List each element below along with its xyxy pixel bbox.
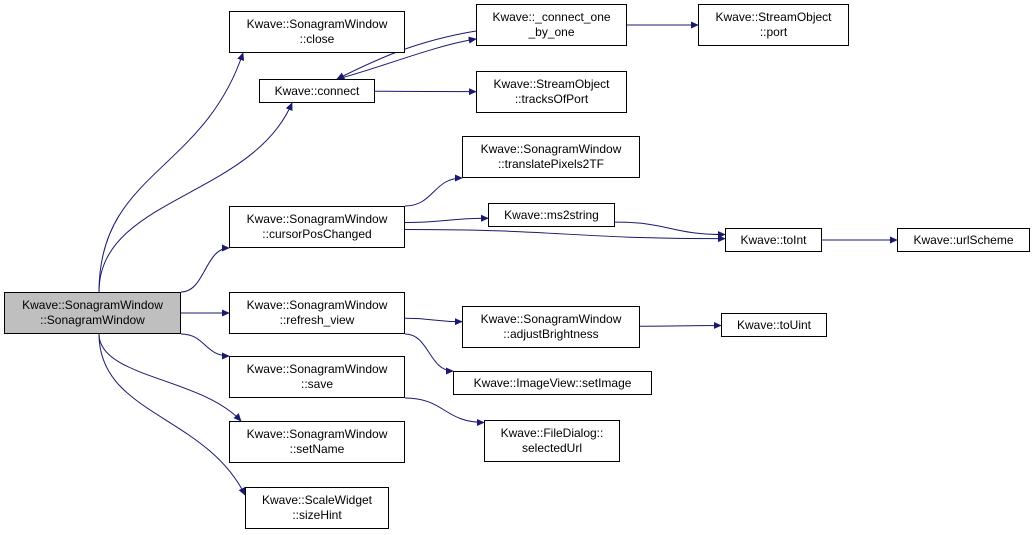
node-ms2string[interactable]: Kwave::ms2string bbox=[488, 203, 615, 227]
node-line: ::close bbox=[299, 32, 335, 46]
node-line: Kwave::SonagramWindow bbox=[246, 212, 388, 226]
node-line: Kwave::ms2string bbox=[504, 207, 599, 222]
node-line: Kwave::SonagramWindow bbox=[246, 362, 388, 376]
node-set-image[interactable]: Kwave::ImageView::setImage bbox=[453, 371, 652, 395]
node-line: ::translatePixels2TF bbox=[497, 157, 605, 171]
node-save[interactable]: Kwave::SonagramWindow::save bbox=[229, 356, 405, 398]
call-edge-adjust_brightness-to-to_uint bbox=[639, 325, 721, 326]
call-edge-ms2string-to-to_int bbox=[614, 221, 725, 234]
call-edge-cursor_pos_changed-to-translate_pixels bbox=[404, 178, 462, 207]
call-edge-save-to-selected_url bbox=[404, 397, 484, 422]
node-refresh-view[interactable]: Kwave::SonagramWindow::refresh_view bbox=[229, 292, 405, 334]
node-line: Kwave::SonagramWindow bbox=[246, 17, 388, 31]
node-line: Kwave::urlScheme bbox=[913, 232, 1014, 247]
node-line: Kwave::toInt bbox=[740, 232, 807, 247]
call-edge-sonagram_ctor-to-save bbox=[180, 333, 229, 356]
node-sonagramwindow-constructor[interactable]: Kwave::SonagramWindow::SonagramWindow bbox=[4, 292, 181, 334]
node-close[interactable]: Kwave::SonagramWindow::close bbox=[229, 11, 405, 53]
node-line: ::sizeHint bbox=[292, 508, 342, 522]
node-line: _by_one bbox=[528, 25, 575, 39]
node-translate-pixels[interactable]: Kwave::SonagramWindow::translatePixels2T… bbox=[462, 136, 640, 178]
node-line: ::port bbox=[759, 25, 788, 39]
node-selected-url[interactable]: Kwave::FileDialog::selectedUrl bbox=[484, 420, 620, 462]
node-url-scheme[interactable]: Kwave::urlScheme bbox=[897, 228, 1030, 252]
node-to-uint[interactable]: Kwave::toUint bbox=[721, 313, 827, 337]
node-set-name[interactable]: Kwave::SonagramWindow::setName bbox=[229, 421, 405, 463]
node-line: ::setName bbox=[289, 442, 345, 456]
node-connect-one-by-one[interactable]: Kwave::_connect_one_by_one bbox=[476, 4, 627, 46]
call-edge-sonagram_ctor-to-connect bbox=[98, 103, 293, 293]
call-edge-cursor_pos_changed-to-ms2string bbox=[404, 218, 488, 223]
node-cursor-pos-changed[interactable]: Kwave::SonagramWindow::cursorPosChanged bbox=[229, 206, 405, 248]
call-edge-sonagram_ctor-to-cursor_pos_changed bbox=[180, 248, 229, 293]
call-edge-sonagram_ctor-to-size_hint bbox=[98, 333, 246, 495]
node-line: Kwave::ScaleWidget bbox=[261, 493, 373, 507]
node-line: Kwave::toUint bbox=[736, 317, 812, 332]
node-line: Kwave::SonagramWindow bbox=[246, 298, 388, 312]
call-edge-refresh_view-to-adjust_brightness bbox=[404, 317, 462, 321]
node-connect[interactable]: Kwave::connect bbox=[259, 79, 375, 103]
node-line: Kwave::connect bbox=[274, 83, 360, 98]
node-line: Kwave::StreamObject bbox=[715, 10, 832, 24]
call-edge-sonagram_ctor-to-close bbox=[98, 53, 243, 293]
node-line: selectedUrl bbox=[521, 441, 583, 455]
call-edge-connect-to-connect_one_by_one bbox=[336, 39, 476, 80]
node-adjust-brightness[interactable]: Kwave::SonagramWindow::adjustBrightness bbox=[462, 306, 640, 348]
node-line: Kwave::_connect_one bbox=[492, 10, 611, 24]
node-to-int[interactable]: Kwave::toInt bbox=[725, 228, 822, 252]
node-line: ::SonagramWindow bbox=[40, 313, 145, 327]
call-edge-sonagram_ctor-to-set_name bbox=[98, 333, 241, 421]
node-port[interactable]: Kwave::StreamObject::port bbox=[698, 4, 849, 46]
node-line: Kwave::SonagramWindow bbox=[22, 298, 163, 312]
node-line: ::cursorPosChanged bbox=[262, 227, 372, 241]
node-line: Kwave::ImageView::setImage bbox=[473, 375, 632, 390]
node-line: ::adjustBrightness bbox=[503, 327, 599, 341]
node-line: Kwave::SonagramWindow bbox=[480, 312, 622, 326]
node-line: Kwave::SonagramWindow bbox=[480, 142, 622, 156]
node-line: ::save bbox=[300, 377, 333, 391]
node-line: Kwave::FileDialog:: bbox=[500, 426, 604, 440]
node-line: Kwave::SonagramWindow bbox=[246, 427, 388, 441]
call-edge-refresh_view-to-set_image bbox=[404, 333, 453, 371]
node-line: ::refresh_view bbox=[279, 313, 355, 327]
call-edge-cursor_pos_changed-to-to_int bbox=[404, 229, 725, 239]
node-line: ::tracksOfPort bbox=[514, 92, 589, 106]
node-size-hint[interactable]: Kwave::ScaleWidget::sizeHint bbox=[245, 487, 389, 529]
node-line: Kwave::StreamObject bbox=[493, 77, 610, 91]
node-tracks-of-port[interactable]: Kwave::StreamObject::tracksOfPort bbox=[476, 71, 627, 113]
